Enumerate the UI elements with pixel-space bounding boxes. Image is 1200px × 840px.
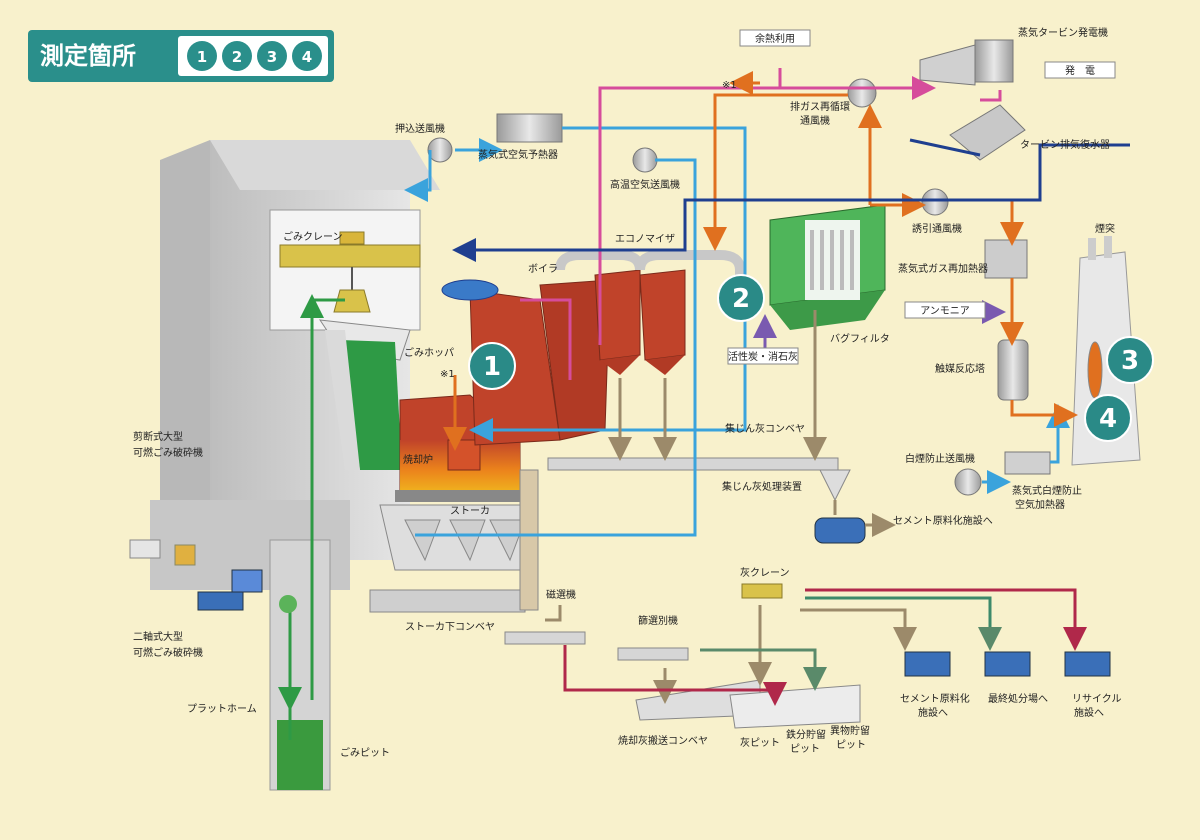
label-to-cement-1: セメント原料化 <box>900 692 970 705</box>
label-bag-filter: バグフィルタ <box>830 332 890 345</box>
label-to-recycle-1: リサイクル <box>1072 693 1122 705</box>
marker-2: 2 <box>732 284 750 314</box>
label-waste-hopper: ごみホッパ <box>404 346 454 359</box>
label-ash-pit: 灰ピット <box>740 736 780 749</box>
flow-lines <box>404 68 1130 706</box>
marker-2-badge <box>717 274 765 322</box>
label-turbine-generator: 蒸気タービン発電機 <box>1018 26 1108 39</box>
label-steam-air-preheater: 蒸気式空気予熱器 <box>478 148 558 161</box>
label-note-1a: ※1 <box>722 80 737 91</box>
label-ash-conveyor: 焼却灰搬送コンベヤ <box>618 734 708 747</box>
label-stoker: ストーカ <box>450 505 490 517</box>
label-egr-fan-1: 排ガス再循環 <box>790 100 850 113</box>
label-sieve: 篩選別機 <box>638 614 678 627</box>
waste-crane <box>279 231 421 313</box>
marker-3-badge <box>1106 336 1154 384</box>
header-point-1-badge <box>187 41 217 71</box>
measurement-markers: 1 2 3 4 <box>468 274 1154 442</box>
label-ash-crane: 灰クレーン <box>740 566 790 579</box>
header-point-3: 3 <box>267 48 277 66</box>
label-platform: プラットホーム <box>187 703 257 715</box>
header-point-1: 1 <box>197 48 207 66</box>
header: 測定箇所 1 2 3 4 <box>28 30 334 82</box>
header-point-4-badge <box>292 41 322 71</box>
label-catalyst-tower: 触媒反応塔 <box>935 362 985 375</box>
label-boiler: ボイラ <box>528 263 558 275</box>
header-point-4: 4 <box>302 48 312 66</box>
header-title: 測定箇所 <box>40 42 136 70</box>
label-cement-facility: セメント原料化施設へ <box>893 514 993 527</box>
label-note-1b: ※1 <box>440 369 455 380</box>
bag-filter <box>769 204 886 330</box>
economizer <box>555 250 745 375</box>
label-iron-pit-2: ピット <box>790 743 820 755</box>
label-to-cement-2: 施設へ <box>918 706 948 719</box>
label-waste-heat: 余熱利用 <box>755 32 795 45</box>
label-stoker-conveyor: ストーカ下コンベヤ <box>405 621 495 633</box>
marker-1: 1 <box>483 352 501 382</box>
header-point-3-badge <box>257 41 287 71</box>
label-steam-white-2: 空気加熱器 <box>1015 498 1065 511</box>
label-white-smoke-fan: 白煙防止送風機 <box>905 452 975 465</box>
equipment <box>427 39 1111 729</box>
label-foreign-pit-1: 異物貯留 <box>830 724 870 737</box>
label-shear-crusher-1: 剪断式大型 <box>133 430 183 443</box>
waste-hopper <box>318 319 411 470</box>
label-to-recycle-2: 施設へ <box>1074 706 1104 719</box>
label-iron-pit-1: 鉄分貯留 <box>786 728 826 741</box>
label-to-final: 最終処分場へ <box>988 692 1048 705</box>
marker-4: 4 <box>1099 404 1117 434</box>
label-condenser: タービン排気復水器 <box>1020 138 1110 151</box>
label-power: 発 電 <box>1065 64 1095 77</box>
header-point-2-badge <box>222 41 252 71</box>
label-dust-treatment: 集じん灰処理装置 <box>722 480 802 493</box>
label-induced-fan: 誘引通風機 <box>912 222 962 235</box>
label-gas-reheater: 蒸気式ガス再加熱器 <box>898 262 988 275</box>
marker-4-badge <box>1084 394 1132 442</box>
label-twin-crusher-2: 可燃ごみ破砕機 <box>133 646 203 659</box>
label-shear-crusher-2: 可燃ごみ破砕機 <box>133 446 203 459</box>
label-steam-white-1: 蒸気式白煙防止 <box>1012 484 1082 497</box>
header-point-2: 2 <box>232 48 242 66</box>
label-economizer: エコノマイザ <box>615 233 675 245</box>
building <box>129 140 440 791</box>
label-push-blower: 押込送風機 <box>395 122 445 135</box>
label-furnace: 焼却炉 <box>403 454 433 466</box>
label-egr-fan-2: 通風機 <box>800 114 830 127</box>
label-foreign-pit-2: ピット <box>836 739 866 751</box>
waste-flow <box>278 294 345 740</box>
label-activated-carbon: 活性炭・消石灰 <box>728 350 798 363</box>
label-magnet: 磁選機 <box>546 588 576 601</box>
marker-3: 3 <box>1121 346 1139 376</box>
label-waste-crane: ごみクレーン <box>283 230 343 243</box>
label-chimney: 煙突 <box>1095 222 1115 235</box>
label-waste-pit: ごみピット <box>340 746 390 759</box>
label-ammonia: アンモニア <box>920 306 970 317</box>
labels: 押込送風機 蒸気式空気予熱器 高温空気送風機 余熱利用 蒸気タービン発電機 発 … <box>133 26 1122 759</box>
marker-1-badge <box>468 342 516 390</box>
header-points-box <box>178 36 328 76</box>
label-twin-crusher-1: 二軸式大型 <box>133 630 183 643</box>
label-high-temp-fan: 高温空気送風機 <box>610 178 680 191</box>
label-dust-conveyor: 集じん灰コンベヤ <box>725 422 805 435</box>
